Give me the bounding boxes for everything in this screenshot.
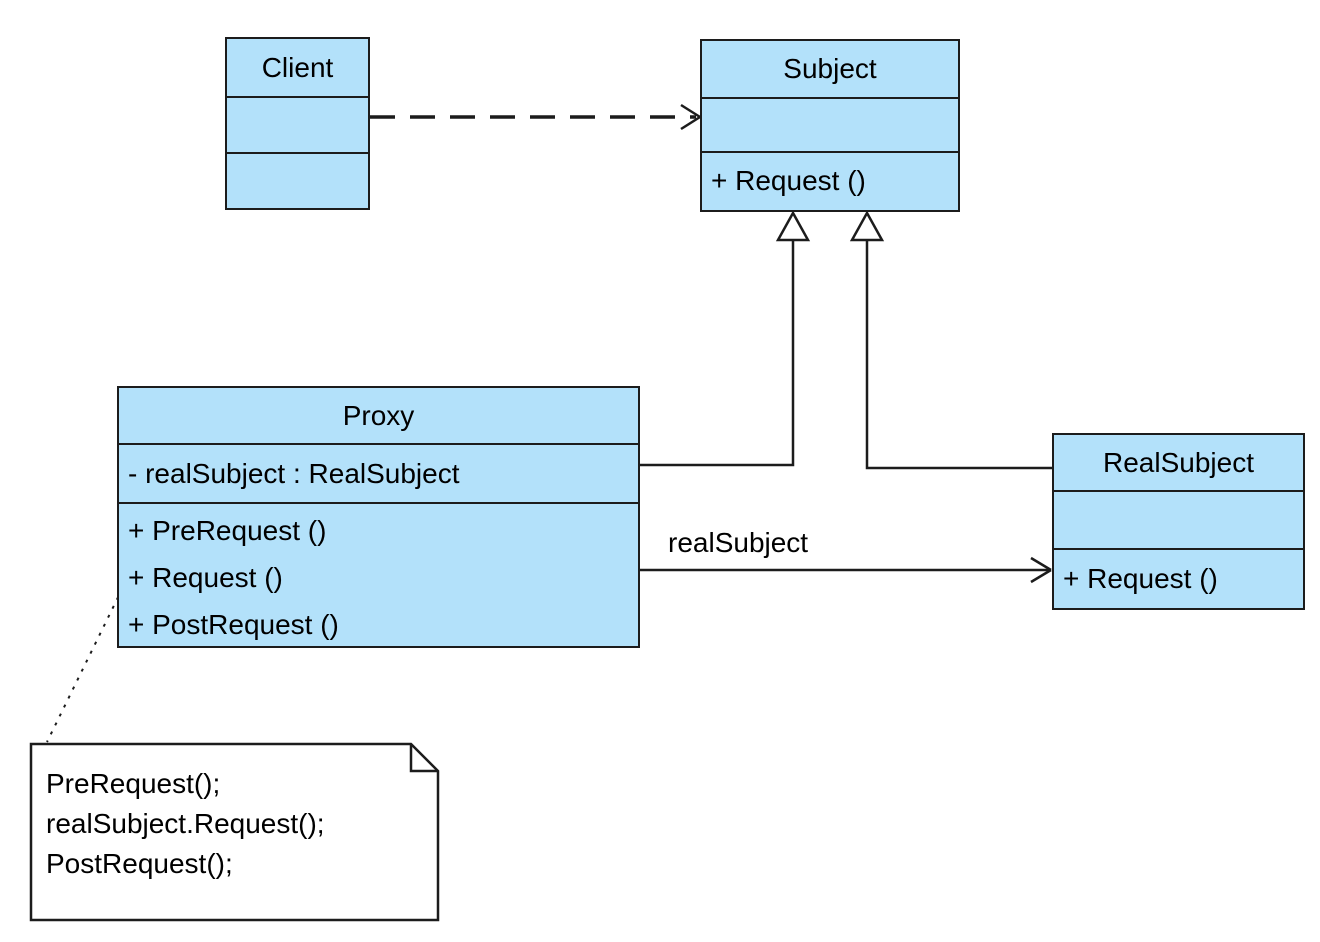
proxy-method-request: + Request () — [128, 562, 283, 593]
note-shape — [29, 742, 440, 922]
note-line: PostRequest(); — [46, 848, 233, 879]
generalization-realsubject-subject — [849, 210, 1052, 470]
association-proxy-realsubject — [640, 556, 1052, 584]
realsubject-class-name: RealSubject — [1103, 446, 1254, 478]
subject-class-name: Subject — [783, 53, 877, 84]
open-arrowhead-icon — [1030, 556, 1052, 584]
subject-attributes-compartment — [702, 97, 958, 151]
client-methods-compartment — [227, 152, 368, 207]
note-line: realSubject.Request(); — [46, 808, 325, 839]
client-class-name: Client — [261, 51, 334, 83]
proxy-attribute-realsubject: - realSubject : RealSubject — [119, 443, 638, 502]
generalization-proxy-subject — [640, 210, 811, 467]
open-arrowhead-icon — [680, 103, 701, 131]
proxy-methods-compartment: + PreRequest () + Request () + PostReque… — [119, 502, 638, 645]
proxy-method-prerequest: + PreRequest () — [128, 515, 327, 546]
realsubject-method-request: + Request () — [1054, 548, 1303, 607]
note-fold-icon — [409, 744, 438, 773]
client-attributes-compartment — [227, 96, 368, 152]
note-anchor-line — [46, 578, 128, 743]
proxy-class-box: Proxy - realSubject : RealSubject + PreR… — [117, 386, 640, 648]
proxy-method-postrequest: + PostRequest () — [128, 609, 339, 640]
inheritance-triangle-icon — [849, 210, 885, 242]
client-class-box: Client — [225, 37, 370, 210]
proxy-class-name: Proxy — [342, 399, 415, 431]
dependency-arrow-client-subject — [370, 103, 701, 131]
note-line: PreRequest(); — [46, 768, 221, 799]
note-text-lines: PreRequest(); realSubject.Request(); Pos… — [46, 764, 325, 884]
subject-method-request: + Request () — [702, 151, 958, 209]
association-label-realsubject: realSubject — [668, 527, 809, 558]
inheritance-triangle-icon — [775, 210, 811, 242]
realsubject-class-box: RealSubject + Request () — [1052, 433, 1305, 610]
realsubject-attributes-compartment — [1054, 490, 1303, 548]
subject-class-box: Subject + Request () — [700, 39, 960, 212]
